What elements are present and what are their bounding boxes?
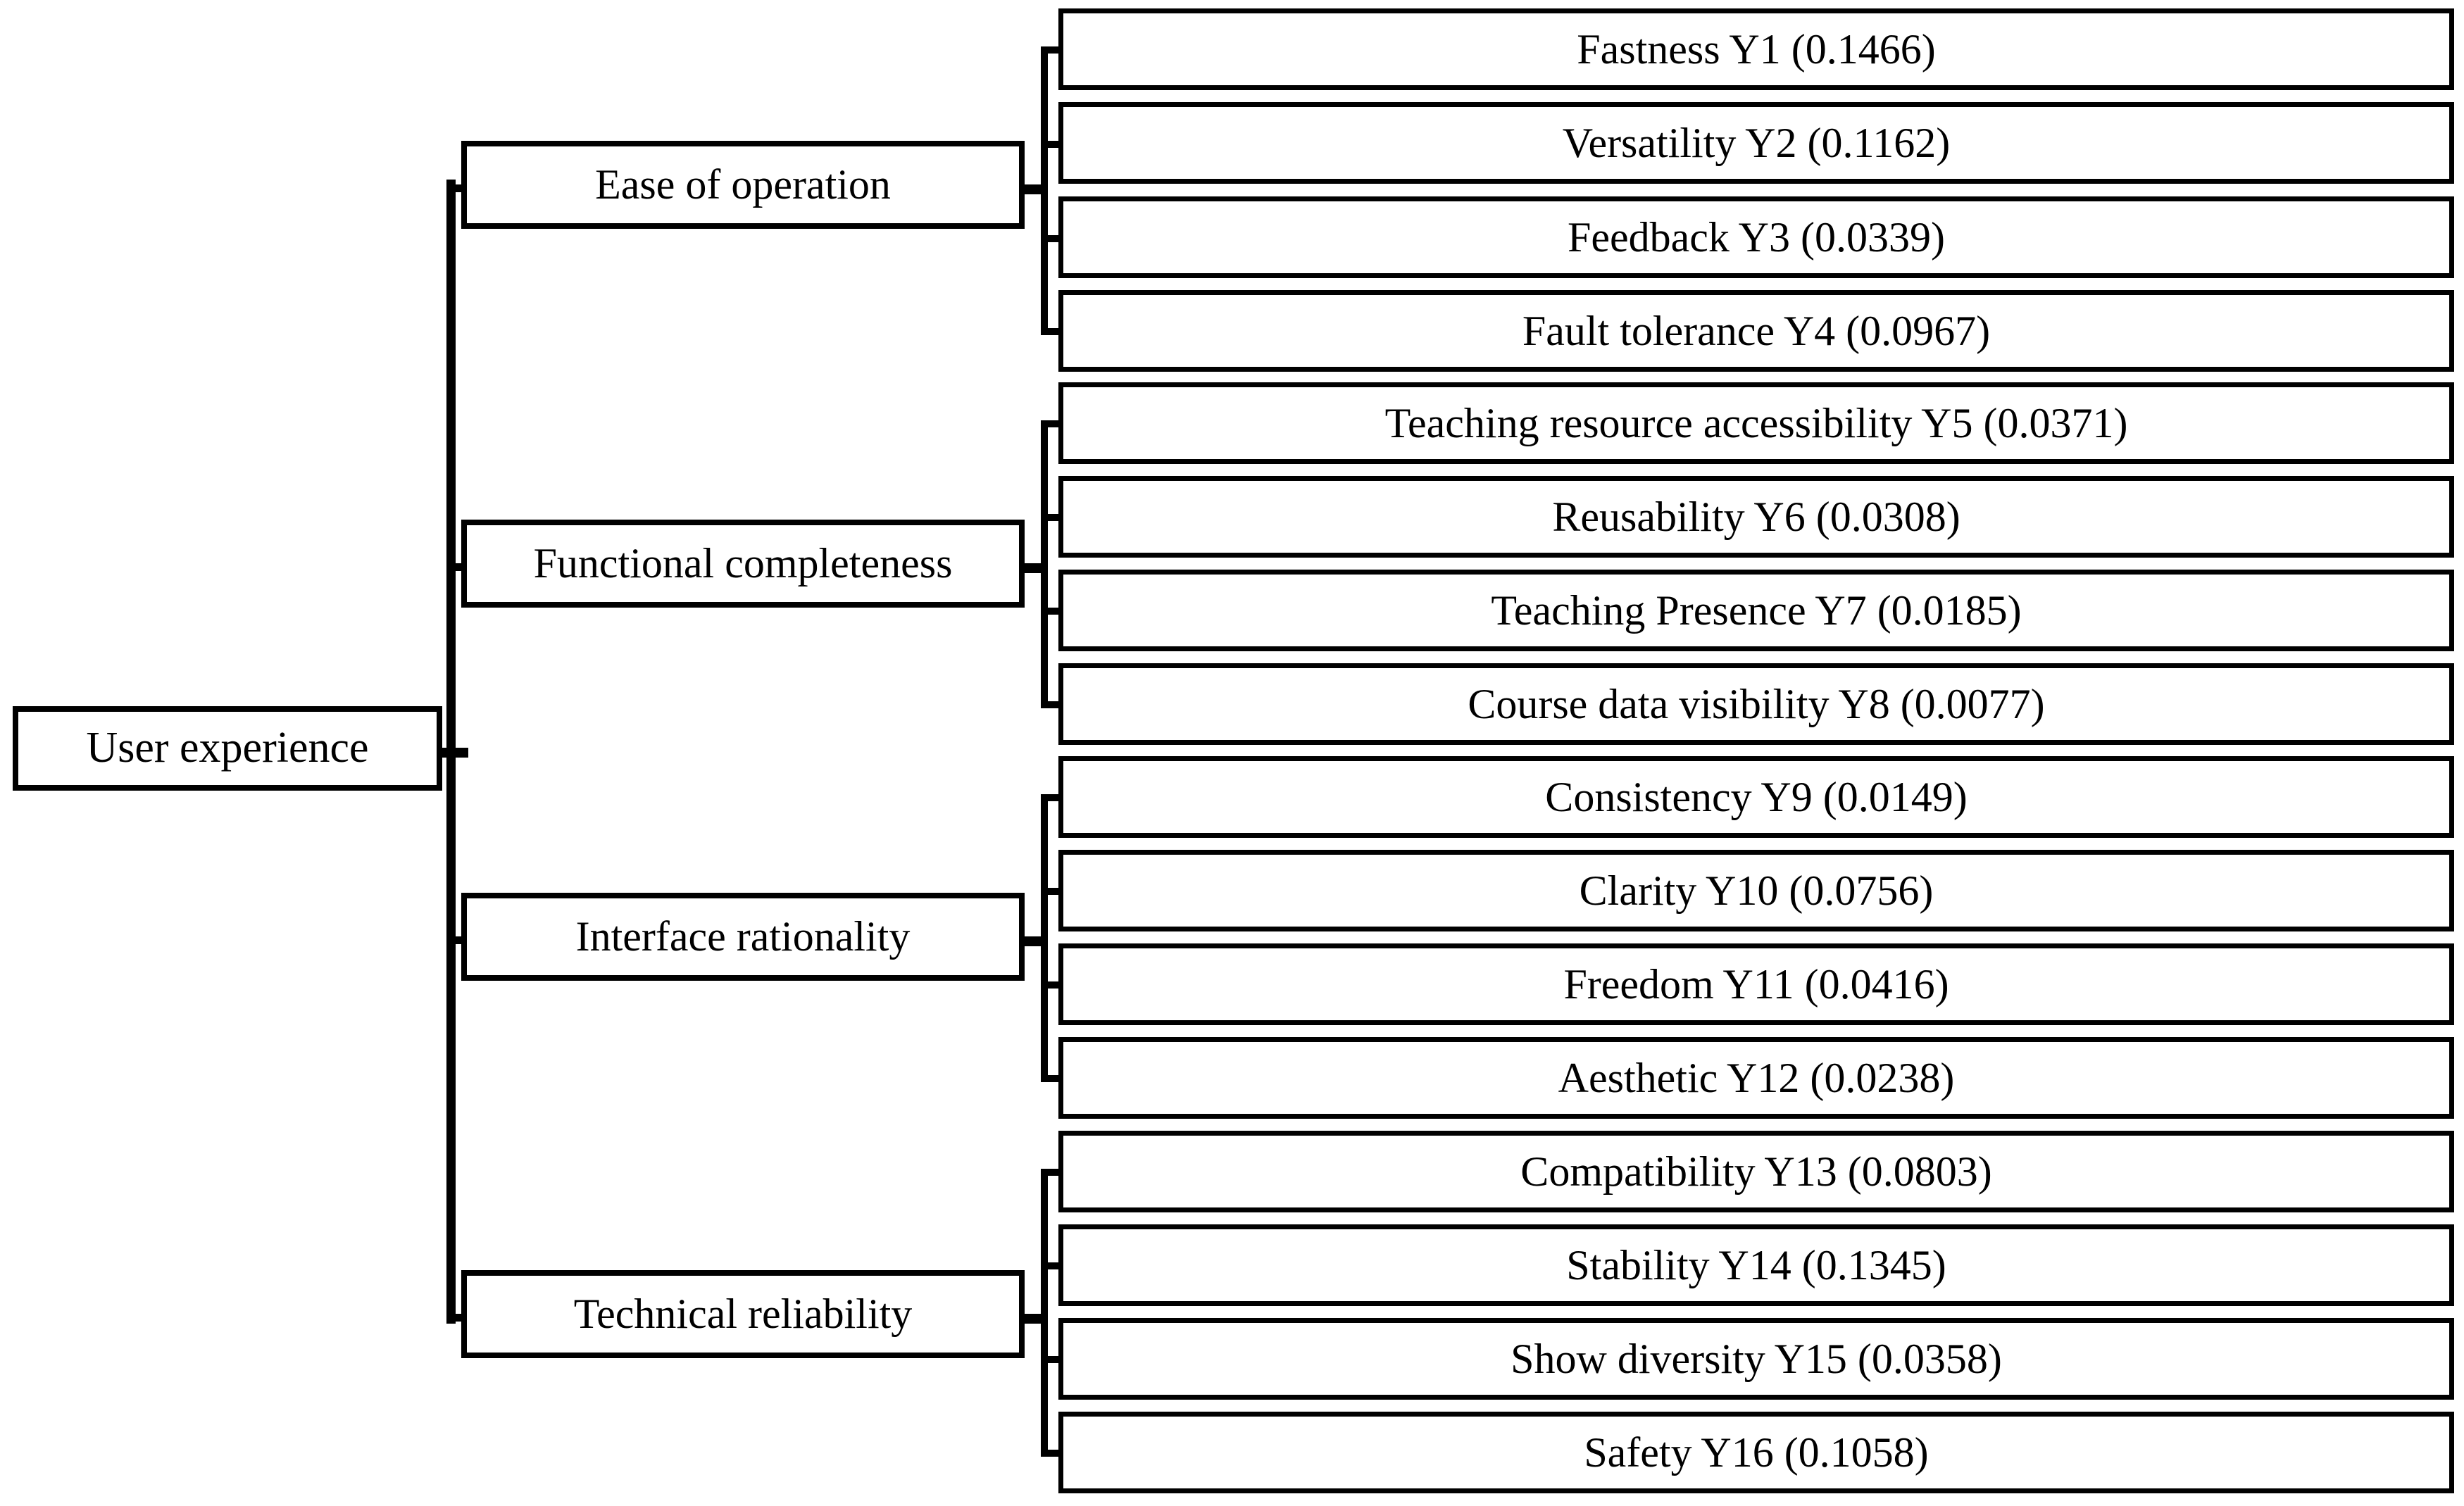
leaf-node-label: Course data visibility Y8 (0.0077)	[1468, 680, 2045, 727]
leaf-node-label: Aesthetic Y12 (0.0238)	[1558, 1054, 1955, 1101]
edge-to-leaf-15	[1041, 1356, 1063, 1363]
leaf-node-label: Fastness Y1 (0.1466)	[1577, 25, 1936, 73]
leaf-node-label: Teaching Presence Y7 (0.0185)	[1491, 586, 2022, 634]
leaf-node-label: Freedom Y11 (0.0416)	[1563, 960, 1949, 1008]
category-node-interface-rationality[interactable]: Interface rationality	[461, 893, 1025, 981]
edge-to-category-2	[446, 563, 466, 571]
leaf-node-y13[interactable]: Compatibility Y13 (0.0803)	[1058, 1131, 2454, 1212]
edge-to-leaf-6	[1041, 514, 1063, 521]
leaf-node-label: Stability Y14 (0.1345)	[1566, 1241, 1946, 1288]
leaf-node-label: Consistency Y9 (0.0149)	[1545, 773, 1968, 820]
category-node-label: Ease of operation	[595, 161, 891, 208]
edge-to-leaf-9	[1041, 794, 1063, 801]
category-node-label: Interface rationality	[575, 913, 911, 960]
category-node-ease-of-operation[interactable]: Ease of operation	[461, 141, 1025, 229]
leaf-node-y10[interactable]: Clarity Y10 (0.0756)	[1058, 850, 2454, 931]
edge-to-leaf-12	[1041, 1075, 1063, 1082]
leaf-node-label: Fault tolerance Y4 (0.0967)	[1522, 307, 1991, 354]
leaf-node-label: Versatility Y2 (0.1162)	[1562, 119, 1951, 166]
edge-leaf-trunk-3	[1041, 794, 1048, 1078]
leaf-node-y12[interactable]: Aesthetic Y12 (0.0238)	[1058, 1037, 2454, 1119]
leaf-node-label: Reusability Y6 (0.0308)	[1552, 493, 1960, 540]
leaf-node-label: Show diversity Y15 (0.0358)	[1511, 1335, 2002, 1382]
leaf-node-y4[interactable]: Fault tolerance Y4 (0.0967)	[1058, 290, 2454, 372]
edge-group2-stub	[1025, 563, 1044, 573]
edge-to-category-4	[446, 1314, 466, 1322]
edge-to-leaf-14	[1041, 1262, 1063, 1269]
leaf-node-y1[interactable]: Fastness Y1 (0.1466)	[1058, 8, 2454, 90]
leaf-node-label: Compatibility Y13 (0.0803)	[1520, 1148, 1992, 1195]
category-node-functional-completeness[interactable]: Functional completeness	[461, 520, 1025, 608]
leaf-node-label: Teaching resource accessibility Y5 (0.03…	[1384, 399, 2128, 446]
leaf-node-y9[interactable]: Consistency Y9 (0.0149)	[1058, 756, 2454, 838]
category-node-label: Functional completeness	[533, 540, 953, 586]
leaf-node-y3[interactable]: Feedback Y3 (0.0339)	[1058, 196, 2454, 278]
edge-to-category-1	[446, 184, 466, 192]
edge-category-trunk	[446, 180, 456, 1324]
edge-leaf-trunk-4	[1041, 1169, 1048, 1452]
leaf-node-y8[interactable]: Course data visibility Y8 (0.0077)	[1058, 663, 2454, 745]
leaf-node-y2[interactable]: Versatility Y2 (0.1162)	[1058, 102, 2454, 184]
edge-leaf-trunk-1	[1041, 46, 1048, 331]
leaf-node-y11[interactable]: Freedom Y11 (0.0416)	[1058, 943, 2454, 1025]
edge-to-leaf-1	[1041, 46, 1063, 54]
leaf-node-y6[interactable]: Reusability Y6 (0.0308)	[1058, 476, 2454, 558]
edge-to-leaf-5	[1041, 420, 1063, 427]
edge-to-leaf-3	[1041, 235, 1063, 242]
edge-to-category-3	[446, 936, 466, 944]
leaf-node-label: Safety Y16 (0.1058)	[1584, 1429, 1929, 1476]
edge-to-leaf-16	[1041, 1450, 1063, 1457]
leaf-node-label: Feedback Y3 (0.0339)	[1568, 213, 1945, 261]
edge-group4-stub	[1025, 1314, 1044, 1324]
category-node-label: Technical reliability	[573, 1291, 913, 1337]
edge-to-leaf-4	[1041, 328, 1063, 335]
leaf-node-y5[interactable]: Teaching resource accessibility Y5 (0.03…	[1058, 382, 2454, 464]
leaf-node-y16[interactable]: Safety Y16 (0.1058)	[1058, 1412, 2454, 1493]
edge-to-leaf-8	[1041, 701, 1063, 708]
leaf-node-y7[interactable]: Teaching Presence Y7 (0.0185)	[1058, 570, 2454, 651]
edge-to-leaf-11	[1041, 981, 1063, 989]
root-node-label: User experience	[86, 724, 369, 772]
edge-to-leaf-2	[1041, 141, 1063, 148]
leaf-node-y14[interactable]: Stability Y14 (0.1345)	[1058, 1224, 2454, 1306]
edge-group3-stub	[1025, 936, 1044, 946]
edge-to-leaf-10	[1041, 888, 1063, 895]
category-node-technical-reliability[interactable]: Technical reliability	[461, 1270, 1025, 1358]
leaf-node-y15[interactable]: Show diversity Y15 (0.0358)	[1058, 1318, 2454, 1400]
edge-leaf-trunk-2	[1041, 420, 1048, 704]
edge-group1-stub	[1025, 184, 1044, 194]
edge-to-leaf-13	[1041, 1169, 1063, 1176]
leaf-node-label: Clarity Y10 (0.0756)	[1579, 867, 1934, 914]
edge-to-leaf-7	[1041, 608, 1063, 615]
root-node-user-experience[interactable]: User experience	[13, 706, 442, 791]
